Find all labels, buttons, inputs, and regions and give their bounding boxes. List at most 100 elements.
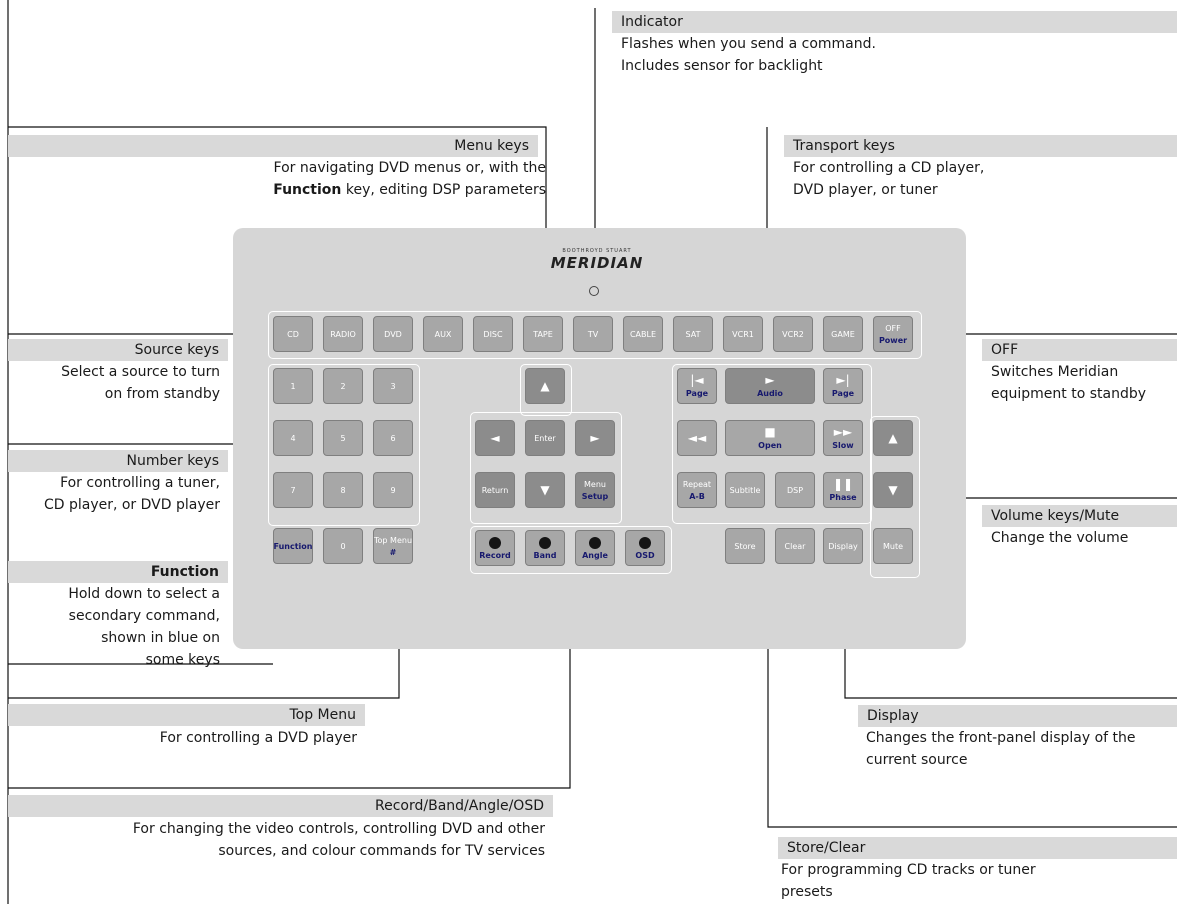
store-desc-line: presets [781, 884, 833, 900]
number-keys-group [268, 364, 420, 526]
enter-key[interactable]: Enter [525, 420, 565, 456]
clear-key[interactable]: Clear [775, 528, 815, 564]
page-sublabel: Page [831, 389, 855, 398]
function-bold-word: Function [273, 182, 342, 198]
rewind-key[interactable]: ◄◄ [677, 420, 717, 456]
menu-right-key[interactable]: ► [575, 420, 615, 456]
display-callout-desc: Changes the front-panel display of the c… [866, 727, 1136, 771]
record-callout-desc: For changing the video controls, control… [8, 818, 545, 862]
next-page-key[interactable]: ►| Page [823, 368, 863, 404]
off-desc-line: Switches Meridian [991, 364, 1119, 380]
logo-wordmark: MERIDIAN [550, 254, 644, 272]
number-key-0[interactable]: 0 [323, 528, 363, 564]
subtitle-key[interactable]: Subtitle [725, 472, 765, 508]
return-key[interactable]: Return [475, 472, 515, 508]
osd-key[interactable]: OSD [625, 530, 665, 566]
source-key-tv[interactable]: TV [573, 316, 613, 352]
source-key-dvd[interactable]: DVD [373, 316, 413, 352]
left-arrow-icon: ◄ [490, 431, 500, 445]
off-power-key[interactable]: OFF Power [873, 316, 913, 352]
band-label: Band [533, 550, 557, 560]
function-callout-desc: Hold down to select a secondary command,… [8, 583, 220, 671]
number-key-3[interactable]: 3 [373, 368, 413, 404]
display-callout-title: Display [858, 705, 1177, 727]
store-key[interactable]: Store [725, 528, 765, 564]
power-sublabel: Power [878, 335, 908, 345]
number-key-7[interactable]: 7 [273, 472, 313, 508]
source-desc-line: on from standby [104, 386, 220, 402]
transport-keys-group [672, 364, 872, 524]
fast-forward-key[interactable]: ►► Slow [823, 420, 863, 456]
source-desc-line: Select a source to turn [61, 364, 220, 380]
source-keys-group [268, 311, 922, 359]
volume-up-key[interactable]: ▲ [873, 420, 913, 456]
menu-left-key[interactable]: ◄ [475, 420, 515, 456]
number-key-2[interactable]: 2 [323, 368, 363, 404]
angle-dot-icon [589, 536, 601, 549]
source-key-aux[interactable]: AUX [423, 316, 463, 352]
angle-label: Angle [582, 550, 608, 560]
setup-sublabel: Setup [581, 491, 609, 501]
source-key-vcr2[interactable]: VCR2 [773, 316, 813, 352]
menu-label: Menu [584, 479, 606, 489]
record-callout-title: Record/Band/Angle/OSD [8, 795, 553, 817]
source-key-tape[interactable]: TAPE [523, 316, 563, 352]
menu-keys-desc-line: For navigating DVD menus or, with the [273, 160, 546, 176]
dsp-key[interactable]: DSP [775, 472, 815, 508]
store-desc-line: For programming CD tracks or tuner [781, 862, 1036, 878]
function-key[interactable]: Function [273, 528, 313, 564]
osd-dot-icon [639, 536, 651, 549]
top-menu-desc-line: For controlling a DVD player [159, 730, 357, 746]
angle-key[interactable]: Angle [575, 530, 615, 566]
indicator-led [589, 286, 599, 296]
stop-open-key[interactable]: ■ Open [725, 420, 815, 456]
number-key-4[interactable]: 4 [273, 420, 313, 456]
volume-desc-line: Change the volume [991, 530, 1129, 546]
source-key-game[interactable]: GAME [823, 316, 863, 352]
transport-desc-line: DVD player, or tuner [793, 182, 938, 198]
record-dot-icon [489, 536, 501, 549]
source-key-radio[interactable]: RADIO [323, 316, 363, 352]
number-key-1[interactable]: 1 [273, 368, 313, 404]
display-key[interactable]: Display [823, 528, 863, 564]
repeat-key[interactable]: Repeat A-B [677, 472, 717, 508]
off-callout-desc: Switches Meridian equipment to standby [991, 361, 1146, 405]
number-key-5[interactable]: 5 [323, 420, 363, 456]
number-key-8[interactable]: 8 [323, 472, 363, 508]
play-audio-key[interactable]: ► Audio [725, 368, 815, 404]
volume-down-key[interactable]: ▼ [873, 472, 913, 508]
function-desc-line: secondary command, [68, 608, 220, 624]
source-key-vcr1[interactable]: VCR1 [723, 316, 763, 352]
source-key-cd[interactable]: CD [273, 316, 313, 352]
top-menu-key[interactable]: Top Menu # [373, 528, 413, 564]
phase-sublabel: Phase [829, 493, 857, 502]
number-callout-desc: For controlling a tuner, CD player, or D… [8, 472, 220, 516]
source-callout-title: Source keys [8, 339, 228, 361]
top-menu-callout-desc: For controlling a DVD player [8, 727, 357, 749]
band-key[interactable]: Band [525, 530, 565, 566]
mute-key[interactable]: Mute [873, 528, 913, 564]
pause-phase-key[interactable]: ❚❚ Phase [823, 472, 863, 508]
menu-up-key[interactable]: ▲ [525, 368, 565, 404]
fast-forward-icon: ►► [833, 425, 853, 439]
off-callout-title: OFF [982, 339, 1177, 361]
number-key-9[interactable]: 9 [373, 472, 413, 508]
source-key-sat[interactable]: SAT [673, 316, 713, 352]
band-dot-icon [539, 536, 551, 549]
source-key-cable[interactable]: CABLE [623, 316, 663, 352]
number-key-6[interactable]: 6 [373, 420, 413, 456]
volume-callout-title: Volume keys/Mute [982, 505, 1177, 527]
top-menu-key-label: Top Menu [374, 535, 413, 545]
play-icon: ► [765, 373, 775, 387]
down-arrow-icon: ▼ [540, 483, 550, 497]
number-desc-line: CD player, or DVD player [43, 497, 220, 513]
previous-page-key[interactable]: |◄ Page [677, 368, 717, 404]
store-callout-desc: For programming CD tracks or tuner prese… [781, 859, 1036, 903]
record-key[interactable]: Record [475, 530, 515, 566]
menu-setup-key[interactable]: Menu Setup [575, 472, 615, 508]
source-key-disc[interactable]: DISC [473, 316, 513, 352]
menu-down-key[interactable]: ▼ [525, 472, 565, 508]
osd-label: OSD [635, 550, 655, 560]
function-desc-line: shown in blue on [101, 630, 220, 646]
menu-keys-desc-line: key, editing DSP parameters [341, 182, 546, 198]
